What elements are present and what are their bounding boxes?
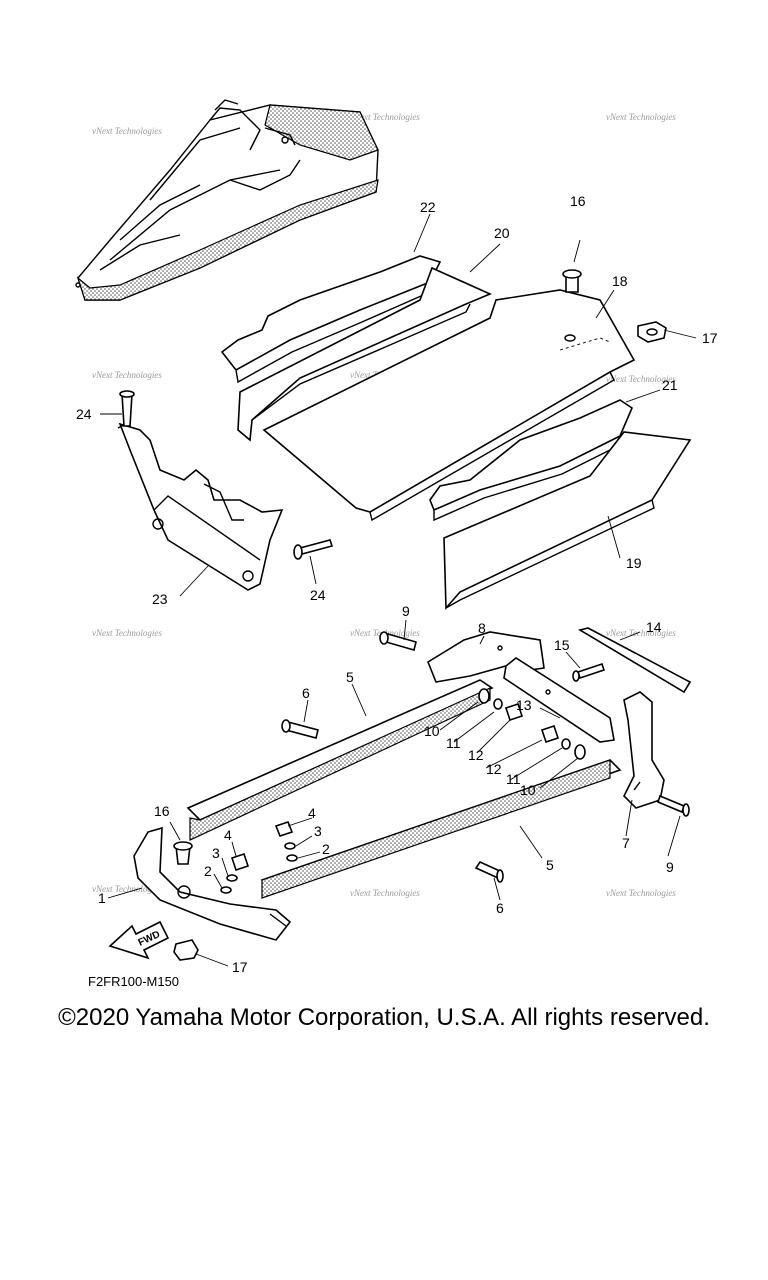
bar-13 (503, 657, 615, 743)
figure-code: F2FR100-M150 (88, 974, 179, 989)
watermark: vNext Technologies (92, 628, 162, 638)
callouts: 22 20 16 18 17 21 24 24 23 19 9 8 14 15 … (76, 193, 718, 975)
mat-20 (237, 266, 493, 442)
mat-18 (262, 289, 636, 522)
callout-24: 24 (76, 406, 92, 422)
watercraft-overview (75, 99, 379, 301)
grommet-16-upper (562, 269, 582, 293)
nut-17-upper (637, 321, 667, 343)
callout-17: 17 (232, 959, 248, 975)
rivet-24-upper (119, 390, 135, 427)
callout-4: 4 (224, 827, 232, 843)
callout-5: 5 (546, 857, 554, 873)
watermark: vNext Technologies (92, 370, 162, 380)
callout-23: 23 (152, 591, 168, 607)
callout-1: 1 (98, 890, 106, 906)
watermark: vNext Technologies (350, 112, 420, 122)
bracket-23 (117, 421, 284, 591)
watermark: vNext Technologies (92, 126, 162, 136)
callout-16: 16 (154, 803, 170, 819)
callout-20: 20 (494, 225, 510, 241)
callout-3: 3 (314, 823, 322, 839)
bracket-8 (427, 631, 545, 683)
callout-2: 2 (322, 841, 330, 857)
watermark: vNext Technologies (606, 628, 676, 638)
copyright-notice: ©2020 Yamaha Motor Corporation, U.S.A. A… (58, 1004, 710, 1031)
callout-12: 12 (486, 761, 502, 777)
callout-15: 15 (554, 637, 570, 653)
callout-18: 18 (612, 273, 628, 289)
callout-11: 11 (506, 771, 521, 787)
callout-3: 3 (212, 845, 220, 861)
callout-24: 24 (310, 587, 326, 603)
callout-9: 9 (666, 859, 674, 875)
bumper-1 (133, 826, 292, 941)
callout-9: 9 (402, 603, 410, 619)
callout-10: 10 (520, 782, 536, 798)
watermark: vNext Technologies (606, 888, 676, 898)
mat-19 (443, 431, 692, 611)
callout-22: 22 (420, 199, 436, 215)
callout-8: 8 (478, 620, 486, 636)
callout-17: 17 (702, 330, 718, 346)
callout-21: 21 (662, 377, 678, 393)
callout-2: 2 (204, 863, 212, 879)
watermark: vNext Technologies (606, 374, 676, 384)
rivet-24-lower (293, 539, 334, 560)
hardware (173, 631, 690, 961)
callout-13: 13 (516, 697, 532, 713)
rail-5-left (186, 679, 494, 841)
callout-7: 7 (622, 835, 630, 851)
callout-5: 5 (346, 669, 354, 685)
callout-14: 14 (646, 619, 662, 635)
leader-lines (100, 213, 697, 967)
watermark: vNext Technologies (92, 884, 162, 894)
callout-6: 6 (496, 900, 504, 916)
callout-16: 16 (570, 193, 586, 209)
watermark: vNext Technologies (606, 112, 676, 122)
strip-14 (577, 627, 692, 694)
watermark: vNext Technologies (350, 888, 420, 898)
callout-11: 11 (446, 735, 461, 751)
bumper-7 (623, 691, 665, 809)
callout-10: 10 (424, 723, 440, 739)
callout-4: 4 (308, 805, 316, 821)
callout-6: 6 (302, 685, 310, 701)
fwd-arrow: FWD (108, 920, 170, 960)
rail-5-right (260, 759, 622, 899)
callout-12: 12 (468, 747, 484, 763)
callout-19: 19 (626, 555, 642, 571)
